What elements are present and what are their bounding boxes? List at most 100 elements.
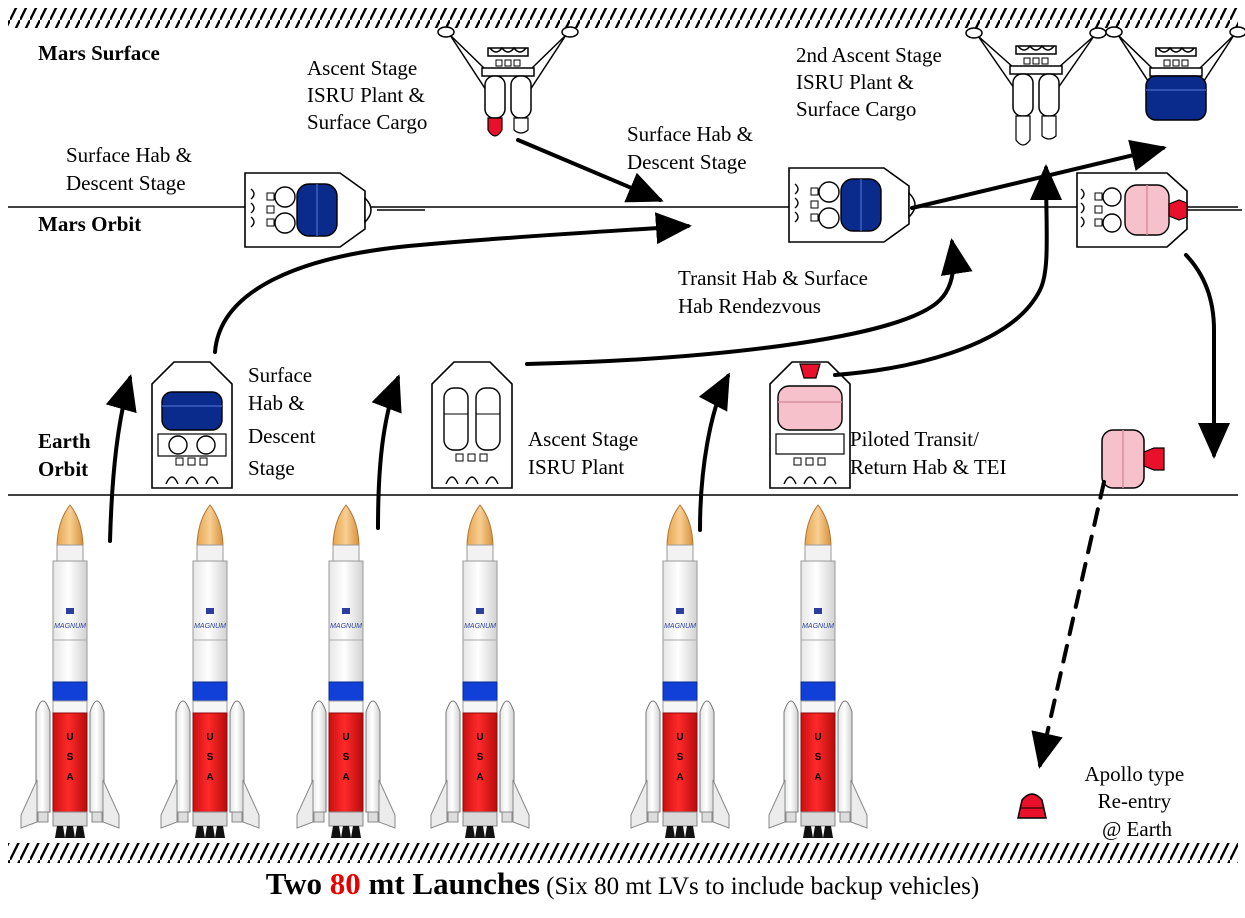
- launch-vehicles: MAGNUMUSAMAGNUMUSAMAGNUMUSAMAGNUMUSAMAGN…: [21, 505, 867, 838]
- side-booster: [36, 701, 50, 812]
- usa-letter: A: [342, 772, 349, 783]
- usa-letter: S: [477, 752, 484, 763]
- side-booster: [500, 701, 514, 812]
- engine-nozzle: [665, 826, 675, 838]
- surface-hab-orbit-center: [789, 168, 915, 242]
- usa-letter: S: [207, 752, 214, 763]
- booster-skirt: [232, 812, 242, 822]
- nasa-logo: [66, 608, 74, 614]
- engine-nozzle: [485, 826, 495, 838]
- interstage: [463, 701, 497, 713]
- booster-fin: [631, 780, 647, 828]
- second-ascent-cargo-label: 2nd Ascent Stage ISRU Plant & Surface Ca…: [796, 43, 947, 121]
- arrow-launch-2: [378, 378, 398, 528]
- core-stage: [193, 561, 227, 682]
- blue-band: [53, 682, 87, 701]
- engine-skirt: [801, 812, 835, 826]
- mars-surface-label: Mars Surface: [38, 41, 160, 65]
- usa-letter: S: [343, 752, 350, 763]
- interstage: [801, 701, 835, 713]
- core-stage: [663, 561, 697, 682]
- engine-skirt: [329, 812, 363, 826]
- nose-cone: [667, 505, 693, 545]
- upper-stage: [57, 545, 83, 561]
- engine-nozzle: [65, 826, 75, 838]
- nose-cone: [197, 505, 223, 545]
- rendezvous-label: Transit Hab & Surface Hab Rendezvous: [678, 266, 873, 318]
- surface-hab-leo-payload: [152, 362, 232, 488]
- arrow-launch-3: [700, 376, 728, 530]
- engine-nozzle: [331, 826, 341, 838]
- nasa-logo: [342, 608, 350, 614]
- nasa-logo: [676, 608, 684, 614]
- booster-fin: [243, 780, 259, 828]
- booster-skirt: [38, 812, 48, 822]
- core-stage: [801, 561, 835, 682]
- booster-skirt: [702, 812, 712, 822]
- usa-letter: U: [66, 732, 73, 743]
- booster-fin: [851, 780, 867, 828]
- upper-stage: [197, 545, 223, 561]
- piloted-transit-leo-payload: [770, 362, 850, 488]
- usa-letter: U: [814, 732, 821, 743]
- magnum-brand: MAGNUM: [464, 623, 496, 630]
- magnum-brand: MAGNUM: [802, 623, 834, 630]
- launch-vehicle: MAGNUMUSA: [431, 505, 529, 838]
- usa-letter: A: [476, 772, 483, 783]
- engine-skirt: [53, 812, 87, 826]
- engine-nozzle: [195, 826, 205, 838]
- usa-letter: A: [206, 772, 213, 783]
- engine-nozzle: [803, 826, 813, 838]
- magnum-brand: MAGNUM: [664, 623, 696, 630]
- core-stage: [463, 561, 497, 682]
- upper-stage: [333, 545, 359, 561]
- engine-nozzle: [813, 826, 823, 838]
- interstage: [329, 701, 363, 713]
- blue-band: [329, 682, 363, 701]
- core-stage: [53, 561, 87, 682]
- booster-fin: [769, 780, 785, 828]
- caption-suffix: mt Launches: [361, 866, 540, 901]
- top-hatch-border: [8, 8, 1238, 28]
- apollo-reentry-label: Apollo type Re-entry @ Earth: [1085, 762, 1190, 841]
- side-booster: [446, 701, 460, 812]
- interstage: [53, 701, 87, 713]
- usa-letter: A: [814, 772, 821, 783]
- booster-fin: [161, 780, 177, 828]
- surface-hab-leo-label: Surface Hab & Descent Stage: [248, 363, 321, 480]
- engine-nozzle: [685, 826, 695, 838]
- usa-letter: S: [815, 752, 822, 763]
- engine-nozzle: [465, 826, 475, 838]
- nose-cone: [333, 505, 359, 545]
- upper-stage: [667, 545, 693, 561]
- transit-hab-mars-orbit: [1077, 173, 1242, 247]
- nasa-logo: [814, 608, 822, 614]
- booster-fin: [103, 780, 119, 828]
- ascent-isru-leo-payload: [432, 362, 512, 488]
- magnum-brand: MAGNUM: [330, 623, 362, 630]
- second-ascent-stage-lander: [966, 28, 1106, 145]
- launch-vehicle: MAGNUM USA: [769, 505, 867, 838]
- engine-nozzle: [215, 826, 225, 838]
- magnum-brand: MAGNUM: [194, 623, 226, 630]
- usa-letter: U: [342, 732, 349, 743]
- side-booster: [90, 701, 104, 812]
- booster-skirt: [178, 812, 188, 822]
- interstage: [193, 701, 227, 713]
- booster-fin: [513, 780, 529, 828]
- booster-skirt: [314, 812, 324, 822]
- caption-prefix: Two: [266, 866, 330, 901]
- bottom-hatch-border: [8, 843, 1238, 863]
- engine-nozzle: [205, 826, 215, 838]
- booster-fin: [21, 780, 37, 828]
- apollo-capsule: [1018, 794, 1046, 818]
- nasa-logo: [476, 608, 484, 614]
- booster-fin: [379, 780, 395, 828]
- blue-band: [663, 682, 697, 701]
- arrow-launch-1: [110, 378, 130, 541]
- side-booster: [230, 701, 244, 812]
- side-booster: [366, 701, 380, 812]
- side-booster: [784, 701, 798, 812]
